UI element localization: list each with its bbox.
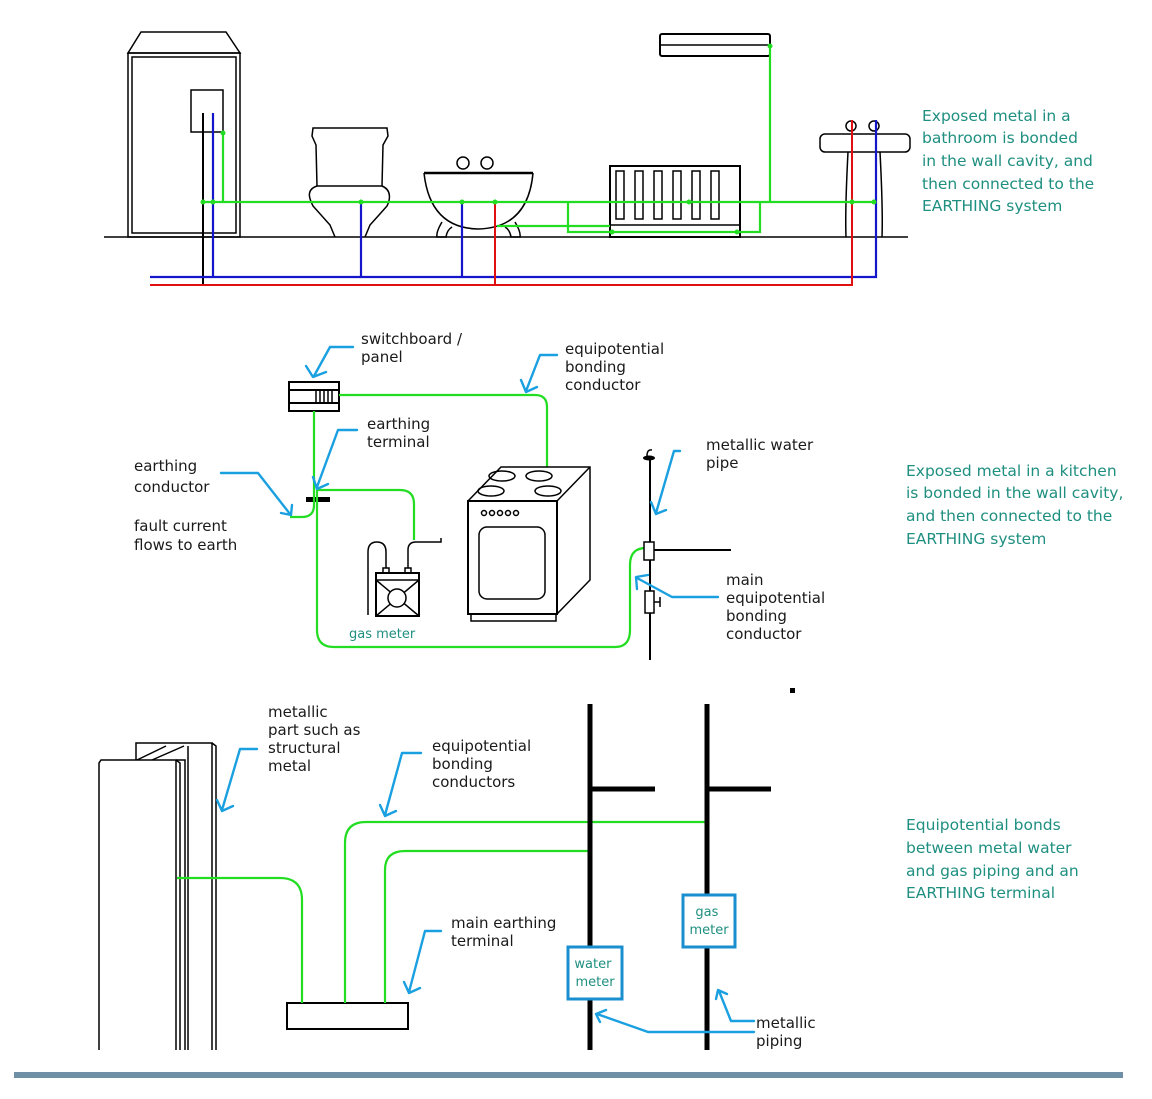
bonding-conductors-arrow <box>378 751 423 818</box>
bond-structural-metal <box>177 876 304 1003</box>
bathroom-caption: Exposed metal in a bathroom is bonded in… <box>922 107 1099 215</box>
main-terminal-label: main earthing terminal <box>451 914 561 950</box>
water-meter-label: water meter <box>574 957 615 990</box>
piping-arrow-gas <box>714 988 756 1023</box>
gas-meter: gas meter <box>681 893 737 949</box>
bond-water-pipe <box>315 502 647 649</box>
bond-switchboard-cooker <box>339 393 549 467</box>
bonding-conductors-label: equipotential bonding conductors <box>432 737 536 791</box>
light-fitting-icon <box>659 33 771 57</box>
gas-meter-label: gas meter <box>349 627 416 642</box>
water-pipe-label: metallic water pipe <box>706 436 818 472</box>
earthing-conductor-label: earthing conductor <box>134 457 210 496</box>
switchboard-arrow <box>304 345 355 379</box>
metallic-piping-label: metallic piping <box>756 1014 820 1050</box>
bond-junctions <box>200 43 877 235</box>
bond-radiator <box>497 202 762 234</box>
main-bonding-arrow <box>634 573 720 599</box>
earthing-terminal-arrow <box>311 428 359 491</box>
gas-meter-icon <box>367 538 442 617</box>
structural-beam-icon <box>98 742 217 1050</box>
earthing-conductor-wire <box>290 411 316 519</box>
bonding-conductor-label: equipotential bonding conductor <box>565 340 669 394</box>
earthing-conductor-arrow <box>219 471 294 517</box>
cabinet-icon <box>126 31 242 238</box>
stray-mark <box>790 688 795 693</box>
main-earthing-terminal-icon <box>286 1002 409 1030</box>
fault-current-label: fault current flows to earth <box>134 517 237 554</box>
bond-gas-meter <box>315 488 416 540</box>
gas-pipe <box>704 704 771 1050</box>
switchboard-label: switchboard / panel <box>361 330 467 366</box>
cold-water-pipe <box>150 120 878 279</box>
water-pipe-icon <box>643 449 731 660</box>
cooker-icon <box>467 466 591 622</box>
piping-arrow-water <box>594 1008 756 1034</box>
bonding-conductor-arrow <box>519 353 559 394</box>
main-terminal-arrow <box>402 929 443 995</box>
bathroom-panel: Exposed metal in a bathroom is bonded in… <box>104 31 1099 286</box>
switchboard-icon <box>288 381 340 412</box>
structural-metal-arrow <box>215 747 259 813</box>
main-bonding-label: main equipotential bonding conductor <box>726 571 830 643</box>
bond-gas-pipe <box>343 820 706 1003</box>
basin-icon <box>819 120 911 238</box>
kitchen-caption: Exposed metal in a kitchen is bonded in … <box>906 462 1128 548</box>
water-meter: water meter <box>566 945 624 1001</box>
structural-metal-label: metallic part such as structural metal <box>268 703 365 775</box>
footer-divider <box>14 1072 1123 1078</box>
kitchen-panel: gas meter <box>134 330 1128 660</box>
structure-panel: water meter gas meter metallic part such… <box>98 688 1084 1050</box>
bond-water-pipe-2 <box>383 849 590 1003</box>
structure-caption: Equipotential bonds between metal water … <box>906 816 1084 902</box>
gas-meter-box-label: gas meter <box>689 905 729 938</box>
water-pipe-arrow <box>649 449 682 516</box>
toilet-icon <box>308 127 391 238</box>
earthing-terminal-label: earthing terminal <box>367 415 435 451</box>
hot-water-pipe <box>150 120 853 286</box>
